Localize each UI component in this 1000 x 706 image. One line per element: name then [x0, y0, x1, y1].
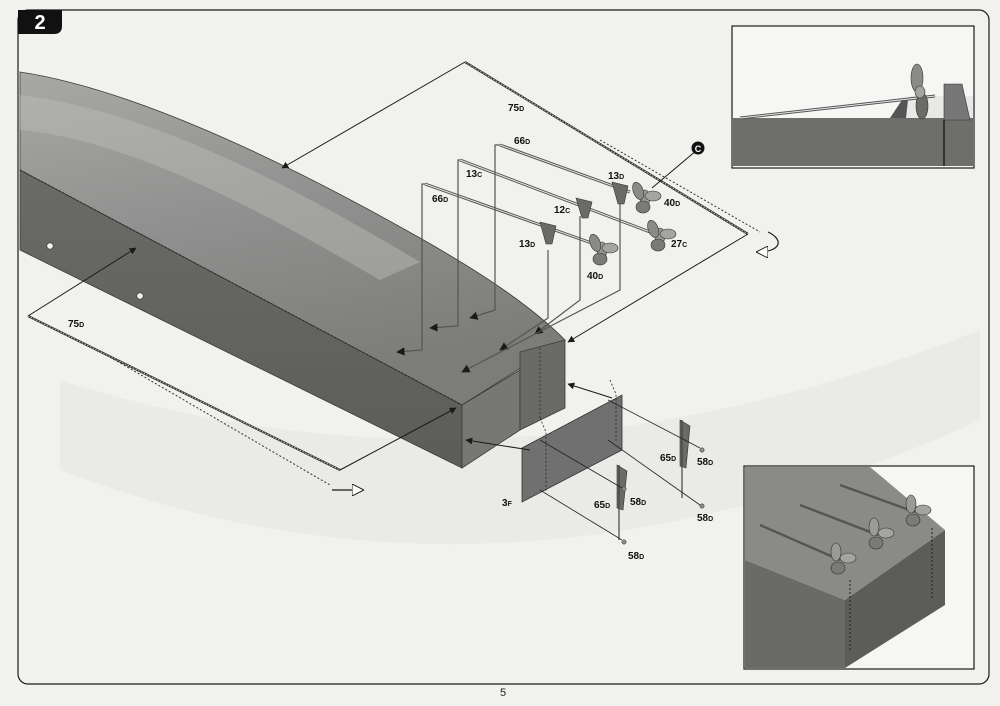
leader-arrow — [281, 61, 466, 169]
inset-shaft — [839, 483, 916, 514]
inset-sky — [733, 96, 973, 118]
inset-shaft-hl — [739, 95, 936, 119]
insert-arrow — [429, 159, 460, 332]
inset-propeller — [868, 517, 895, 550]
propeller — [647, 219, 677, 252]
part-label: 27C — [671, 239, 687, 250]
part-label: 58D — [697, 457, 713, 468]
callout-badge — [691, 141, 705, 155]
transom-dash — [539, 379, 617, 492]
shaft-bracket — [539, 221, 557, 245]
rail-hatch — [464, 61, 749, 235]
propeller — [589, 233, 619, 266]
part-label: 13D — [519, 239, 535, 250]
insert-arrow — [461, 190, 621, 373]
part-labels: 75D 66D 13C 66D 13D 40D 12C 27C 13D 40D … — [68, 103, 713, 562]
part-label: 3F — [502, 498, 513, 509]
part-label: 12C — [554, 205, 570, 216]
part-label: 65D — [660, 453, 676, 464]
pin — [699, 503, 705, 509]
rail-hatch — [27, 315, 341, 471]
inset-deck — [745, 467, 945, 600]
part-label: 40D — [664, 198, 680, 209]
rail-75d-left — [27, 247, 457, 490]
part-label: 58D — [630, 497, 646, 508]
page-frame — [17, 9, 990, 685]
part-label: 13D — [608, 171, 624, 182]
rail-dotted-guide — [109, 356, 331, 486]
part-label: 75D — [68, 319, 84, 330]
pin-line — [607, 439, 701, 506]
leader-arrow — [567, 233, 749, 343]
pin — [699, 447, 705, 453]
pin-line — [539, 489, 623, 541]
part-label: 58D — [697, 513, 713, 524]
callout-leader — [651, 149, 698, 189]
prop-shaft-hl — [424, 183, 601, 247]
pin-line — [607, 399, 701, 449]
inset-propeller — [910, 63, 929, 120]
rail-75d-top — [281, 61, 779, 343]
inset-shaft — [799, 503, 879, 537]
part-label: 58D — [628, 551, 644, 562]
step-badge: 2 — [18, 10, 62, 34]
hull-deck — [19, 71, 566, 406]
pin — [621, 539, 627, 545]
prop-shaft-hl — [499, 144, 631, 193]
part-label: 75D — [508, 103, 524, 114]
part-label: 65D — [594, 500, 610, 511]
inset-bracket — [890, 100, 908, 118]
stern-plate — [519, 339, 566, 431]
inset-shaft — [759, 523, 841, 562]
inset-stern-view — [743, 465, 975, 670]
leader-arrow — [567, 382, 613, 399]
propeller-assembly: C — [396, 141, 705, 373]
leader-arrow — [465, 437, 531, 451]
inset-hull — [733, 118, 973, 166]
step-number: 2 — [34, 12, 45, 34]
part-label: 13C — [466, 169, 482, 180]
inset-propeller — [905, 494, 932, 527]
leader-arrow — [27, 247, 137, 317]
part-label: 66D — [432, 194, 448, 205]
rudder-assembly — [465, 379, 705, 545]
part-label: 66D — [514, 136, 530, 147]
inset-stern — [845, 530, 945, 668]
insert-arrow — [469, 144, 500, 320]
shaft-bracket — [575, 197, 593, 219]
part-label: 40D — [587, 271, 603, 282]
porthole — [46, 242, 54, 250]
inset-side — [745, 560, 845, 668]
prop-shaft-hl — [459, 159, 651, 233]
hull — [19, 71, 566, 469]
shaft-bracket — [611, 181, 629, 205]
porthole — [136, 292, 144, 300]
insert-arrow — [499, 250, 549, 351]
curved-arrow-icon — [758, 231, 779, 252]
insert-arrow — [396, 183, 425, 356]
inset-rudder — [943, 83, 971, 121]
deck-highlight — [20, 95, 420, 280]
propeller — [632, 181, 662, 214]
insert-arrow — [534, 216, 581, 335]
leader-arrow — [339, 407, 457, 471]
page-number: 5 — [500, 687, 506, 699]
pin — [621, 486, 627, 492]
rail-dotted-guide — [599, 139, 761, 233]
inset-propeller — [830, 542, 857, 575]
pin-line — [539, 439, 623, 489]
inset-side-view — [731, 25, 975, 169]
callout-letter: C — [695, 144, 702, 154]
hull-seam — [19, 169, 463, 406]
